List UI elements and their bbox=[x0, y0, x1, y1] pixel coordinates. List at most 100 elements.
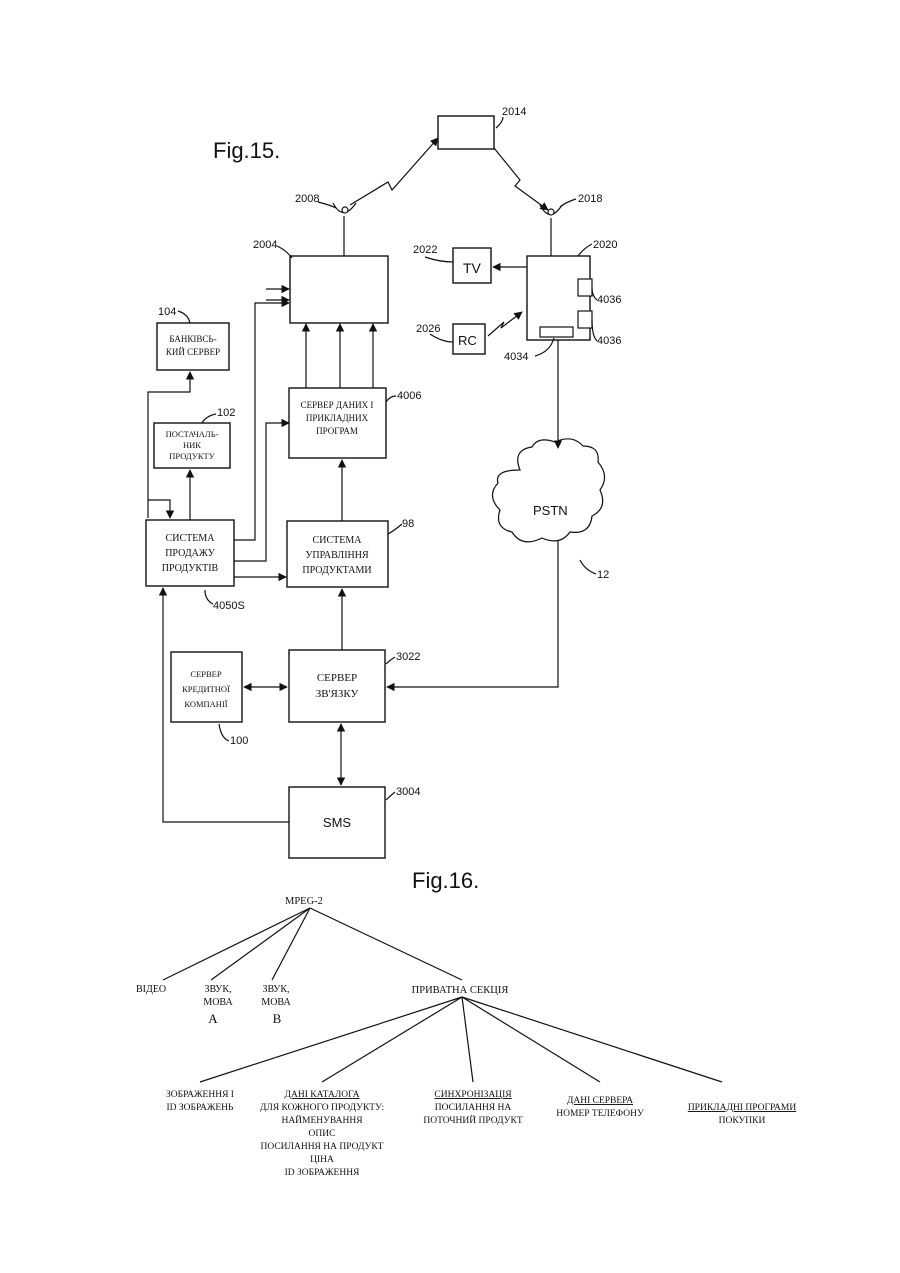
apps-line-1: ПОКУПКИ bbox=[719, 1116, 766, 1126]
leader-12 bbox=[580, 560, 596, 574]
uplink-signal bbox=[350, 138, 438, 205]
video-node: ВІДЕО bbox=[136, 984, 166, 995]
server-data-line-1: НОМЕР ТЕЛЕФОНУ bbox=[556, 1109, 644, 1119]
catalog-title: ДАНІ КАТАЛОГА bbox=[285, 1090, 360, 1100]
private-section-node: ПРИВАТНА СЕКЦІЯ bbox=[412, 985, 509, 996]
supplier-label-1: ПОСТАЧАЛЬ- bbox=[166, 429, 219, 439]
leader-3004 bbox=[386, 792, 395, 800]
images-line2: ID ЗОБРАЖЕНЬ bbox=[166, 1103, 234, 1113]
ref-4050s: 4050S bbox=[213, 600, 245, 612]
satellite-box bbox=[438, 116, 494, 149]
ir-signal bbox=[488, 312, 522, 336]
supplier-label-2: НИК bbox=[183, 440, 201, 450]
leader-3022 bbox=[386, 657, 395, 664]
sms-label: SMS bbox=[323, 815, 352, 830]
ref-3004: 3004 bbox=[396, 786, 420, 798]
leader-2026 bbox=[430, 334, 453, 342]
credit-label-1: СЕРВЕР bbox=[190, 669, 221, 679]
ref-2014: 2014 bbox=[502, 106, 526, 118]
audio-b-line1: ЗВУК, bbox=[262, 984, 289, 995]
ref-12: 12 bbox=[597, 569, 609, 581]
audio-a-letter: А bbox=[208, 1011, 218, 1026]
data-server-label-1: СЕРВЕР ДАНИХ І bbox=[301, 400, 374, 410]
catalog-line-2: НАЙМЕНУВАННЯ bbox=[281, 1114, 363, 1126]
mpeg2-root: MPEG-2 bbox=[285, 896, 323, 907]
headend-box bbox=[290, 256, 388, 323]
card-slot-2 bbox=[578, 311, 592, 328]
sales-label-2: ПРОДАЖУ bbox=[165, 548, 215, 559]
catalog-line-1: ДЛЯ КОЖНОГО ПРОДУКТУ: bbox=[260, 1103, 384, 1113]
ref-100: 100 bbox=[230, 735, 248, 747]
sync-line-1: ПОСИЛАННЯ НА bbox=[435, 1103, 512, 1113]
credit-label-2: КРЕДИТНОЇ bbox=[182, 684, 230, 694]
ref-98: 98 bbox=[402, 518, 414, 530]
leader-4034 bbox=[535, 338, 554, 356]
images-line1: ЗОБРАЖЕННЯ І bbox=[166, 1090, 234, 1100]
supplier-label-3: ПРОДУКТУ bbox=[169, 451, 215, 461]
leader-2014 bbox=[496, 117, 503, 128]
ir-receiver bbox=[540, 327, 573, 337]
catalog-line-3: ОПИС bbox=[309, 1129, 336, 1139]
bank-label-1: БАНКІВСЬ- bbox=[169, 334, 216, 344]
leader-4006 bbox=[386, 396, 396, 402]
comm-label-2: ЗВ'ЯЗКУ bbox=[316, 688, 359, 700]
sales-label-1: СИСТЕМА bbox=[166, 533, 216, 544]
branch-audio-b bbox=[272, 908, 310, 980]
uplink-antenna-icon bbox=[333, 203, 356, 256]
ref-2008: 2008 bbox=[295, 193, 319, 205]
catalog-line-4: ПОСИЛАННЯ НА ПРОДУКТ bbox=[261, 1142, 384, 1152]
catalog-line-6: ID ЗОБРАЖЕННЯ bbox=[285, 1168, 360, 1178]
audio-b-line2: МОВА bbox=[261, 997, 291, 1008]
mgmt-label-2: УПРАВЛІННЯ bbox=[305, 550, 369, 561]
pstn-label: PSTN bbox=[533, 503, 568, 518]
ref-104: 104 bbox=[158, 306, 176, 318]
audio-a-line2: МОВА bbox=[203, 997, 233, 1008]
audio-b-letter: В bbox=[273, 1011, 282, 1026]
comm-server-box bbox=[289, 650, 385, 722]
downlink-signal bbox=[494, 148, 548, 210]
ref-2018: 2018 bbox=[578, 193, 602, 205]
audio-a-line1: ЗВУК, bbox=[204, 984, 231, 995]
pstn-cloud bbox=[492, 439, 604, 542]
pstn-to-comm bbox=[387, 540, 558, 687]
branch-video bbox=[163, 908, 310, 980]
server-data-title: ДАНІ СЕРВЕРА bbox=[567, 1096, 633, 1106]
branch-audio-a bbox=[211, 908, 310, 980]
ref-4006: 4006 bbox=[397, 390, 421, 402]
branch-images bbox=[200, 997, 462, 1082]
card-slot-1 bbox=[578, 279, 592, 296]
leader-98 bbox=[388, 524, 402, 534]
credit-label-3: КОМПАНІЇ bbox=[184, 699, 227, 709]
data-server-label-2: ПРИКЛАДНИХ bbox=[306, 413, 369, 423]
leader-2018 bbox=[560, 199, 576, 207]
leader-2020 bbox=[578, 244, 592, 256]
leader-4050s bbox=[205, 590, 213, 604]
catalog-line-5: ЦІНА bbox=[310, 1155, 334, 1165]
sales-label-3: ПРОДУКТІВ bbox=[162, 563, 219, 574]
branch-sync bbox=[462, 997, 473, 1082]
leader-2022 bbox=[425, 257, 453, 262]
leader-104 bbox=[178, 311, 190, 323]
comm-label-1: СЕРВЕР bbox=[317, 672, 357, 684]
rc-label: RC bbox=[458, 333, 477, 348]
ref-102: 102 bbox=[217, 407, 235, 419]
ref-2020: 2020 bbox=[593, 239, 617, 251]
leader-100 bbox=[219, 724, 229, 741]
ref-3022: 3022 bbox=[396, 651, 420, 663]
ref-4036-b: 4036 bbox=[597, 335, 621, 347]
ref-2022: 2022 bbox=[413, 244, 437, 256]
branch-server bbox=[462, 997, 600, 1082]
sync-line-2: ПОТОЧНИЙ ПРОДУКТ bbox=[423, 1114, 522, 1126]
sales-to-headend bbox=[234, 303, 289, 540]
branch-catalog bbox=[322, 997, 462, 1082]
data-app-server-box bbox=[289, 388, 386, 458]
apps-title: ПРИКЛАДНІ ПРОГРАМИ bbox=[688, 1103, 797, 1113]
tv-label: TV bbox=[463, 260, 482, 276]
ref-2004: 2004 bbox=[253, 239, 277, 251]
bank-to-sales bbox=[148, 500, 170, 518]
leader-102 bbox=[202, 414, 216, 423]
mgmt-label-3: ПРОДУКТАМИ bbox=[302, 565, 371, 576]
ref-4034: 4034 bbox=[504, 351, 528, 363]
fig16-title: Fig.16. bbox=[412, 868, 479, 893]
